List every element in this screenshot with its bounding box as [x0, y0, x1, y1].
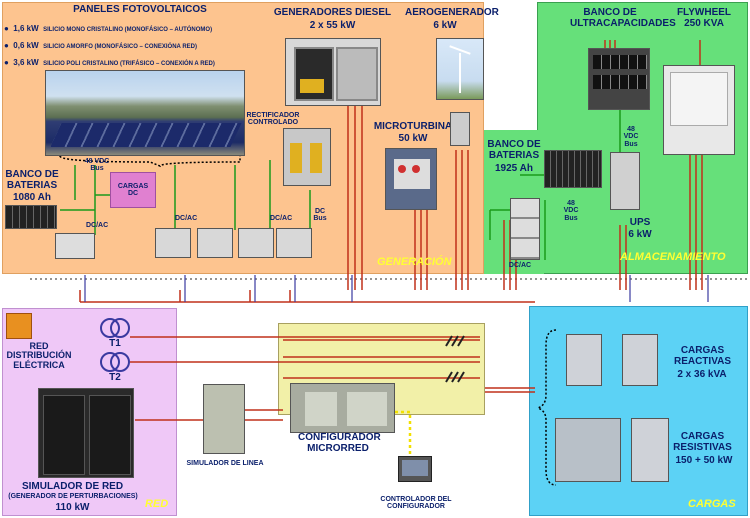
dc-bus-label: 48 VDC Bus [84, 158, 110, 173]
gen-battery-photo [5, 205, 57, 229]
resistive-load-photo-2 [631, 418, 669, 482]
resistive-title: CARGAS RESISTIVAS [673, 431, 732, 453]
ups-photo [610, 152, 640, 210]
gen-battery-capacity: 1080 Ah [13, 192, 51, 203]
generation-section-label: GENERACIÓN [377, 256, 452, 268]
grid-red-label: RED DISTRIBUCIÓN ELÉCTRICA [6, 341, 72, 370]
t1-label: T1 [109, 338, 121, 349]
reactive-power: 2 x 36 kVA [677, 369, 727, 380]
inverter-2 [197, 228, 233, 258]
storage-inverter-stack [510, 198, 540, 260]
loads-section-label: CARGAS [688, 498, 736, 510]
pv-panels-photo [45, 70, 245, 156]
pv-inverter-photo [55, 233, 95, 259]
diesel-power: 2 x 55 kW [309, 20, 356, 31]
dc-loads-box [110, 172, 156, 208]
breaker-marks [445, 335, 465, 383]
configurator-title: CONFIGURADOR MICRORRED [298, 432, 381, 454]
rectifier-label: RECTIFICADOR CONTROLADO [246, 112, 300, 127]
storage-section-label: ALMACENAMIENTO [620, 251, 726, 263]
resistive-power: 150 + 50 kW [675, 455, 733, 466]
line-simulator-label: SIMULADOR DE LINEA [186, 460, 264, 467]
rect-dc-bus-label: DC Bus [313, 208, 327, 223]
pv-title: PANELES FOTOVOLTAICOS [73, 4, 207, 15]
flywheel-power: 250 KVA [684, 18, 724, 29]
microturbine-photo [385, 148, 437, 210]
loads-bracket [535, 329, 557, 486]
grid-simulator-power: 110 kW [55, 502, 90, 513]
storage-battery-title: BANCO DE BATERIAS [487, 139, 541, 161]
inverter-3 [238, 228, 274, 258]
wind-title: AEROGENERADOR [405, 7, 499, 18]
pv-item: ● 1,6 kW SILICIO MONO CRISTALINO (MONOFÁ… [4, 24, 213, 33]
inverter-1 [155, 228, 191, 258]
gen-battery-title: BANCO DE BATERIAS [5, 169, 59, 191]
ups-power: 6 kW [628, 229, 652, 240]
bus-48-label-b: 48 VDC Bus [563, 200, 579, 222]
neutral-lines [84, 275, 709, 302]
microturbine-power: 50 kW [398, 133, 428, 144]
dcac-label-1: DC/AC [86, 222, 109, 229]
pv-item: ● 3,6 kW SILICIO POLI CRISTALINO (TRIFÁS… [4, 58, 215, 67]
transformer-t1 [100, 318, 130, 338]
pylon-icon [6, 313, 32, 339]
control-link [395, 410, 412, 455]
pv-brace [59, 155, 241, 168]
t2-label: T2 [109, 372, 121, 383]
bus-48-label: 48 VDC Bus [623, 126, 639, 148]
ultracap-title: BANCO DE ULTRACAPACIDADES [570, 7, 676, 29]
flywheel-photo [663, 65, 735, 155]
reactive-load-photo-1 [566, 334, 602, 386]
configurator-photo [290, 383, 395, 433]
reactive-load-photo-2 [622, 334, 658, 386]
storage-battery-capacity: 1925 Ah [495, 163, 533, 174]
wind-turbine-photo [436, 38, 484, 100]
grid-simulator-photo [38, 388, 134, 478]
reactive-title: CARGAS REACTIVAS [673, 345, 732, 367]
diesel-generator-photo [285, 38, 381, 106]
inverter-4 [276, 228, 312, 258]
wind-power: 6 kW [433, 20, 457, 31]
transformer-t2 [100, 352, 130, 372]
dc-loads-label: CARGAS DC [117, 183, 149, 198]
controller-laptop-icon [398, 456, 432, 482]
dcac-label-2: DC/AC [175, 215, 198, 222]
controller-label: CONTROLADOR DEL CONFIGURADOR [380, 496, 452, 511]
resistive-load-photo-1 [555, 418, 621, 482]
diesel-title: GENERADORES DIESEL [273, 7, 392, 18]
grid-section-label: RED [145, 498, 169, 510]
microturbine-title: MICROTURBINA [373, 121, 453, 132]
line-simulator-photo [203, 384, 245, 454]
grid-simulator-title: SIMULADOR DE RED [21, 481, 124, 492]
pv-list: ● 1,6 kW SILICIO MONO CRISTALINO (MONOFÁ… [4, 18, 274, 69]
pv-item: ● 0,6 kW SILICIO AMORFO (MONOFÁSICO – CO… [4, 41, 197, 50]
ultracap-photo [588, 48, 650, 110]
flywheel-title: FLYWHEEL [676, 7, 732, 18]
grid-simulator-subtitle: (GENERADOR DE PERTURBACIONES) [8, 493, 138, 500]
ups-title: UPS [629, 217, 651, 228]
storage-dcac-label: DC/AC [508, 262, 532, 269]
wind-inverter-photo [450, 112, 470, 146]
storage-battery-photo [544, 150, 602, 188]
rectifier-photo [283, 128, 331, 186]
dcac-label-3: DC/AC [270, 215, 293, 222]
